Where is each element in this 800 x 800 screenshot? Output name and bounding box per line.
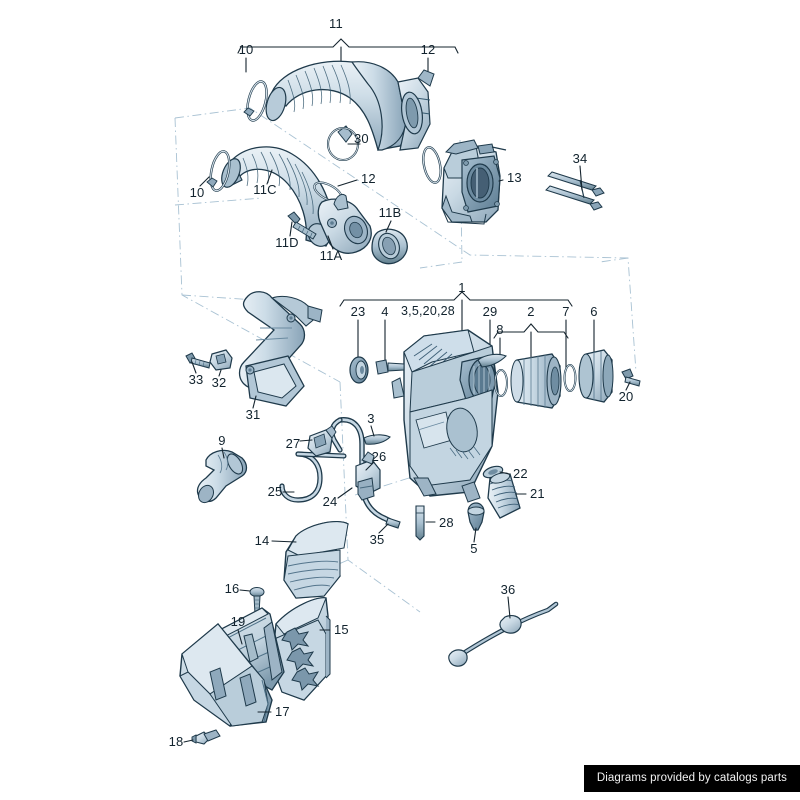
part-11D-connector-bolt: [287, 211, 317, 240]
part-callout-20: 20: [618, 389, 634, 404]
part-17-lower-air-guide: [179, 623, 273, 727]
part-28-spacer-sleeve: [415, 505, 425, 541]
part-callout-23: 23: [350, 304, 366, 319]
part-21-resonator-sleeve: [487, 472, 521, 519]
part-callout-3-5-20-28: 3,5,20,28: [401, 304, 455, 318]
part-callout-26: 26: [371, 449, 387, 464]
leader-lines: [183, 143, 631, 743]
part-callout-22: 22: [513, 466, 528, 481]
part-callout-10: 10: [238, 42, 254, 57]
part-12-clamp-ring-upper: [422, 146, 442, 184]
part-16-screw: [249, 587, 265, 615]
part-callout-13: 13: [507, 170, 522, 185]
part-10-hose-clamp-lower: [206, 150, 231, 192]
part-callout-21: 21: [530, 486, 545, 501]
part-25-vacuum-hose-short: [279, 451, 347, 503]
part-callout-9: 9: [218, 433, 226, 448]
watermark-banner: Diagrams provided by catalogs parts: [583, 765, 800, 792]
part-26-vacuum-valve: [355, 451, 381, 501]
part-callout-34: 34: [572, 151, 588, 166]
part-34-long-bolt-pair: [545, 171, 605, 211]
part-29-retaining-clip: [477, 353, 507, 368]
part-callout-36: 36: [500, 582, 516, 597]
part-callout-35: 35: [369, 532, 385, 547]
part-callout-18: 18: [168, 734, 184, 749]
part-callout-10: 10: [189, 185, 205, 200]
part-callout-6: 6: [590, 304, 598, 319]
part-33-bracket-screw: [185, 352, 211, 369]
part-4-bolt: [375, 359, 405, 375]
part-2-air-filter-element: [510, 353, 562, 409]
part-13-throttle-body: [441, 139, 507, 225]
part-callout-32: 32: [211, 375, 227, 390]
part-20-cap-screw: [621, 368, 641, 387]
part-callout-12: 12: [361, 171, 376, 186]
part-callout-15: 15: [334, 622, 349, 637]
part-9-elbow-duct: [196, 449, 248, 504]
part-10-hose-clamp-upper: [243, 80, 268, 122]
part-callout-27: 27: [285, 436, 301, 451]
part-6-housing-cap: [578, 349, 614, 403]
part-callout-25: 25: [267, 484, 283, 499]
part-callout-11D: 11D: [275, 235, 299, 250]
part-callout-7: 7: [562, 304, 570, 319]
part-5-grommet: [467, 502, 485, 531]
part-callout-2: 2: [527, 304, 535, 319]
part-callout-11C: 11C: [253, 182, 277, 197]
part-callout-28: 28: [439, 515, 454, 530]
part-31-intake-snorkel: [238, 291, 323, 407]
part-36-cable-tie: [448, 601, 559, 667]
part-callout-4: 4: [381, 304, 389, 319]
part-callout-30: 30: [354, 131, 369, 146]
part-3-small-clip: [363, 434, 391, 445]
part-8-o-ring-inner: [494, 369, 508, 397]
part-23-rubber-mount: [349, 356, 369, 384]
part-callout-3: 3: [367, 411, 375, 426]
part-callout-1: 1: [458, 280, 466, 295]
part-callout-17: 17: [275, 704, 290, 719]
part-callout-11: 11: [329, 16, 343, 31]
part-32-mounting-bracket: [209, 349, 233, 371]
part-callout-8: 8: [496, 322, 504, 337]
part-callout-12: 12: [420, 42, 436, 57]
part-15-intake-duct-panel: [271, 597, 331, 701]
part-callout-29: 29: [482, 304, 498, 319]
part-7-o-ring-small: [563, 364, 577, 392]
part-callout-11A: 11A: [319, 248, 343, 263]
part-callout-33: 33: [188, 372, 204, 387]
part-18-clip-fastener: [191, 729, 221, 745]
part-callout-19: 19: [230, 614, 246, 629]
part-callout-16: 16: [224, 581, 240, 596]
part-27-hose-retainer-clip: [307, 425, 337, 457]
part-callout-14: 14: [254, 533, 270, 548]
part-callout-31: 31: [245, 407, 261, 422]
part-1-air-filter-housing: [391, 329, 499, 503]
part-14-air-intake-scoop: [283, 520, 349, 599]
watermark-text: Diagrams provided by catalogs parts: [596, 772, 787, 784]
part-callout-11B: 11B: [378, 205, 402, 220]
part-11B-hose-sleeve: [371, 228, 408, 265]
part-11-intake-hose-upper: [265, 60, 435, 151]
part-35-hose-end-fitting: [385, 517, 401, 529]
part-11A-hose-connector: [317, 193, 372, 254]
part-callout-24: 24: [322, 494, 338, 509]
part-callout-5: 5: [470, 541, 478, 556]
